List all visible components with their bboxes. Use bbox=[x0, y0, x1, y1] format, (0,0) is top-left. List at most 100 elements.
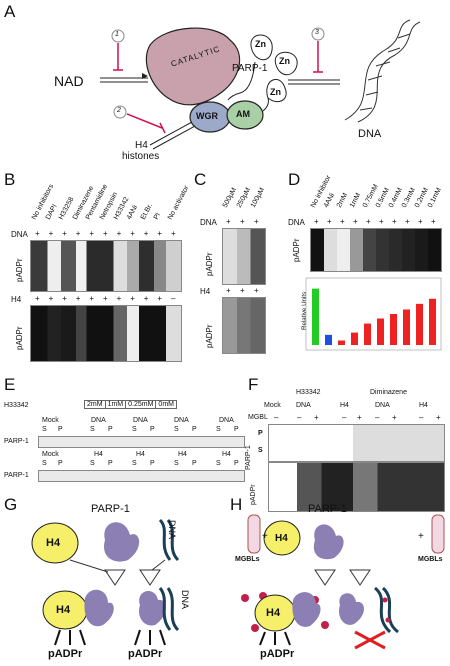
zn-finger-3 bbox=[266, 78, 287, 103]
panel-e-sp-label: P bbox=[234, 426, 239, 433]
panel-f-dna-1: DNA bbox=[296, 402, 311, 409]
panel-b-h4-mark: + bbox=[130, 294, 135, 303]
panel-f-mgbl-mark: + bbox=[357, 413, 362, 422]
panel-f-mgbl-mark: – bbox=[375, 413, 380, 422]
panel-f-mgbl-mark: + bbox=[436, 413, 441, 422]
chart-bar-4 bbox=[364, 323, 371, 345]
panel-label-e: E bbox=[4, 375, 16, 394]
panel-b-dna-mark: + bbox=[89, 229, 95, 238]
am-label: AM bbox=[236, 109, 250, 119]
panel-g-padpr-2: pADPr bbox=[128, 648, 163, 660]
panel-c-dna-mark: + bbox=[254, 217, 259, 226]
panel-e-dna-4: DNA bbox=[219, 417, 234, 424]
panel-e-h4-3: H4 bbox=[178, 451, 187, 458]
panel-c-dna-label: DNA bbox=[200, 218, 217, 227]
dna-helix-icon bbox=[344, 19, 421, 123]
chart-bar-6 bbox=[390, 314, 397, 345]
wgr-label: WGR bbox=[196, 111, 218, 121]
panel-g-dna-1: DNA bbox=[167, 520, 177, 540]
panel-f-mgbl-mark: – bbox=[419, 413, 424, 422]
panel-h-schematic bbox=[241, 514, 445, 650]
panel-e-sp-label: S bbox=[174, 460, 179, 467]
panel-label-g: G bbox=[4, 495, 18, 514]
panel-f-padpr: pADPr bbox=[250, 484, 257, 505]
panel-d-dna-mark: + bbox=[431, 217, 436, 226]
panel-e-h4-4: H4 bbox=[222, 451, 231, 458]
panel-e-sp-label: S bbox=[42, 426, 47, 433]
panel-g-parp1: PARP-1 bbox=[91, 503, 130, 515]
chart-frame bbox=[305, 277, 442, 351]
panel-e-sp-label: P bbox=[58, 426, 63, 433]
panel-g-h4-2: H4 bbox=[56, 604, 71, 616]
panel-f-h33342: H33342 bbox=[296, 389, 321, 396]
panel-e-compound: H33342 bbox=[4, 402, 29, 409]
panel-e-sp-label: P bbox=[192, 460, 197, 467]
panel-d-blot bbox=[310, 228, 442, 272]
panel-e-sp-label: S bbox=[90, 426, 95, 433]
panel-h-h4-1: H4 bbox=[275, 533, 288, 544]
panel-e-conc-2: 1mM bbox=[104, 400, 127, 409]
panel-b-h4-mark: – bbox=[171, 294, 176, 303]
panel-e-mock-1: Mock bbox=[42, 417, 59, 424]
panel-e-sp-label: S bbox=[90, 460, 95, 467]
chart-bar-5 bbox=[377, 318, 384, 345]
panel-f-parp1: PARP-1 bbox=[245, 445, 252, 470]
panel-g-padpr-1: pADPr bbox=[48, 648, 83, 660]
panel-f-mgbl: MGBL bbox=[248, 414, 268, 421]
panel-c-dna-mark: + bbox=[226, 217, 231, 226]
panel-g-h4-1: H4 bbox=[46, 537, 61, 549]
panel-label-b: B bbox=[4, 170, 16, 189]
panel-h-mgbls-2: MGBLs bbox=[418, 556, 443, 563]
am-domain bbox=[226, 100, 264, 130]
panel-d-dna-mark: + bbox=[340, 217, 345, 226]
panel-e-dna-1: DNA bbox=[91, 417, 106, 424]
parp1-label: PARP-1 bbox=[232, 63, 268, 74]
panel-c-h4-label: H4 bbox=[200, 287, 211, 296]
panel-h-parp1: PARP-1 bbox=[308, 503, 347, 515]
panel-c-dna-mark: + bbox=[240, 217, 245, 226]
panel-label-a: A bbox=[4, 2, 16, 21]
site-3-label: 3 bbox=[315, 29, 319, 36]
panel-b-dna-mark: + bbox=[75, 229, 81, 238]
panel-f-h4-1: H4 bbox=[340, 402, 349, 409]
chart-bar-1 bbox=[325, 334, 332, 345]
panel-f-mgbl-mark: + bbox=[392, 413, 397, 422]
panel-d-dna-mark: + bbox=[366, 217, 371, 226]
panel-b-dna-mark: + bbox=[48, 229, 54, 238]
panel-e-sp-label: P bbox=[192, 426, 197, 433]
panel-f-h4-2: H4 bbox=[419, 402, 428, 409]
panel-f-mgbl-mark: – bbox=[297, 413, 302, 422]
panel-e-sp-label: S bbox=[132, 460, 137, 467]
panel-g-dna-2: DNA bbox=[180, 590, 190, 610]
panel-b-blot-dna bbox=[30, 240, 182, 292]
panel-e-sp-label: P bbox=[108, 460, 113, 467]
panel-d-dna-mark: + bbox=[353, 217, 358, 226]
panel-g-schematic bbox=[31, 518, 180, 646]
panel-d-dna-mark: + bbox=[405, 217, 410, 226]
panel-e-dna-2: DNA bbox=[133, 417, 148, 424]
panel-h-plus-2: + bbox=[418, 531, 424, 542]
panel-e-parp1-1: PARP-1 bbox=[4, 438, 29, 445]
panel-b-h4-mark: + bbox=[89, 294, 95, 303]
chart-bar-9 bbox=[429, 298, 436, 345]
panel-f-mock: Mock bbox=[264, 402, 281, 409]
h4-label-a: H4 bbox=[135, 140, 148, 151]
panel-f-mgbl-mark: – bbox=[274, 413, 279, 422]
panel-d-dna-mark: + bbox=[418, 217, 423, 226]
panel-e-sp-label: S bbox=[174, 426, 179, 433]
panel-b-dna-mark: + bbox=[103, 229, 108, 238]
panel-e-h4-1: H4 bbox=[94, 451, 103, 458]
panel-b-dna-mark: + bbox=[157, 229, 163, 238]
panel-h-plus-1: + bbox=[262, 531, 268, 542]
nad-label: NAD bbox=[54, 73, 84, 89]
panel-e-sp-label: P bbox=[150, 460, 155, 467]
panel-h-mgbls-1: MGBLs bbox=[235, 556, 260, 563]
panel-f-mgbl-mark: – bbox=[342, 413, 347, 422]
panel-c-h4-mark: + bbox=[240, 286, 245, 295]
site-3-circle bbox=[311, 27, 325, 41]
zn-label-3: Zn bbox=[270, 87, 281, 97]
panel-e-sp-label: S bbox=[132, 426, 137, 433]
chart-bar-3 bbox=[351, 332, 358, 345]
